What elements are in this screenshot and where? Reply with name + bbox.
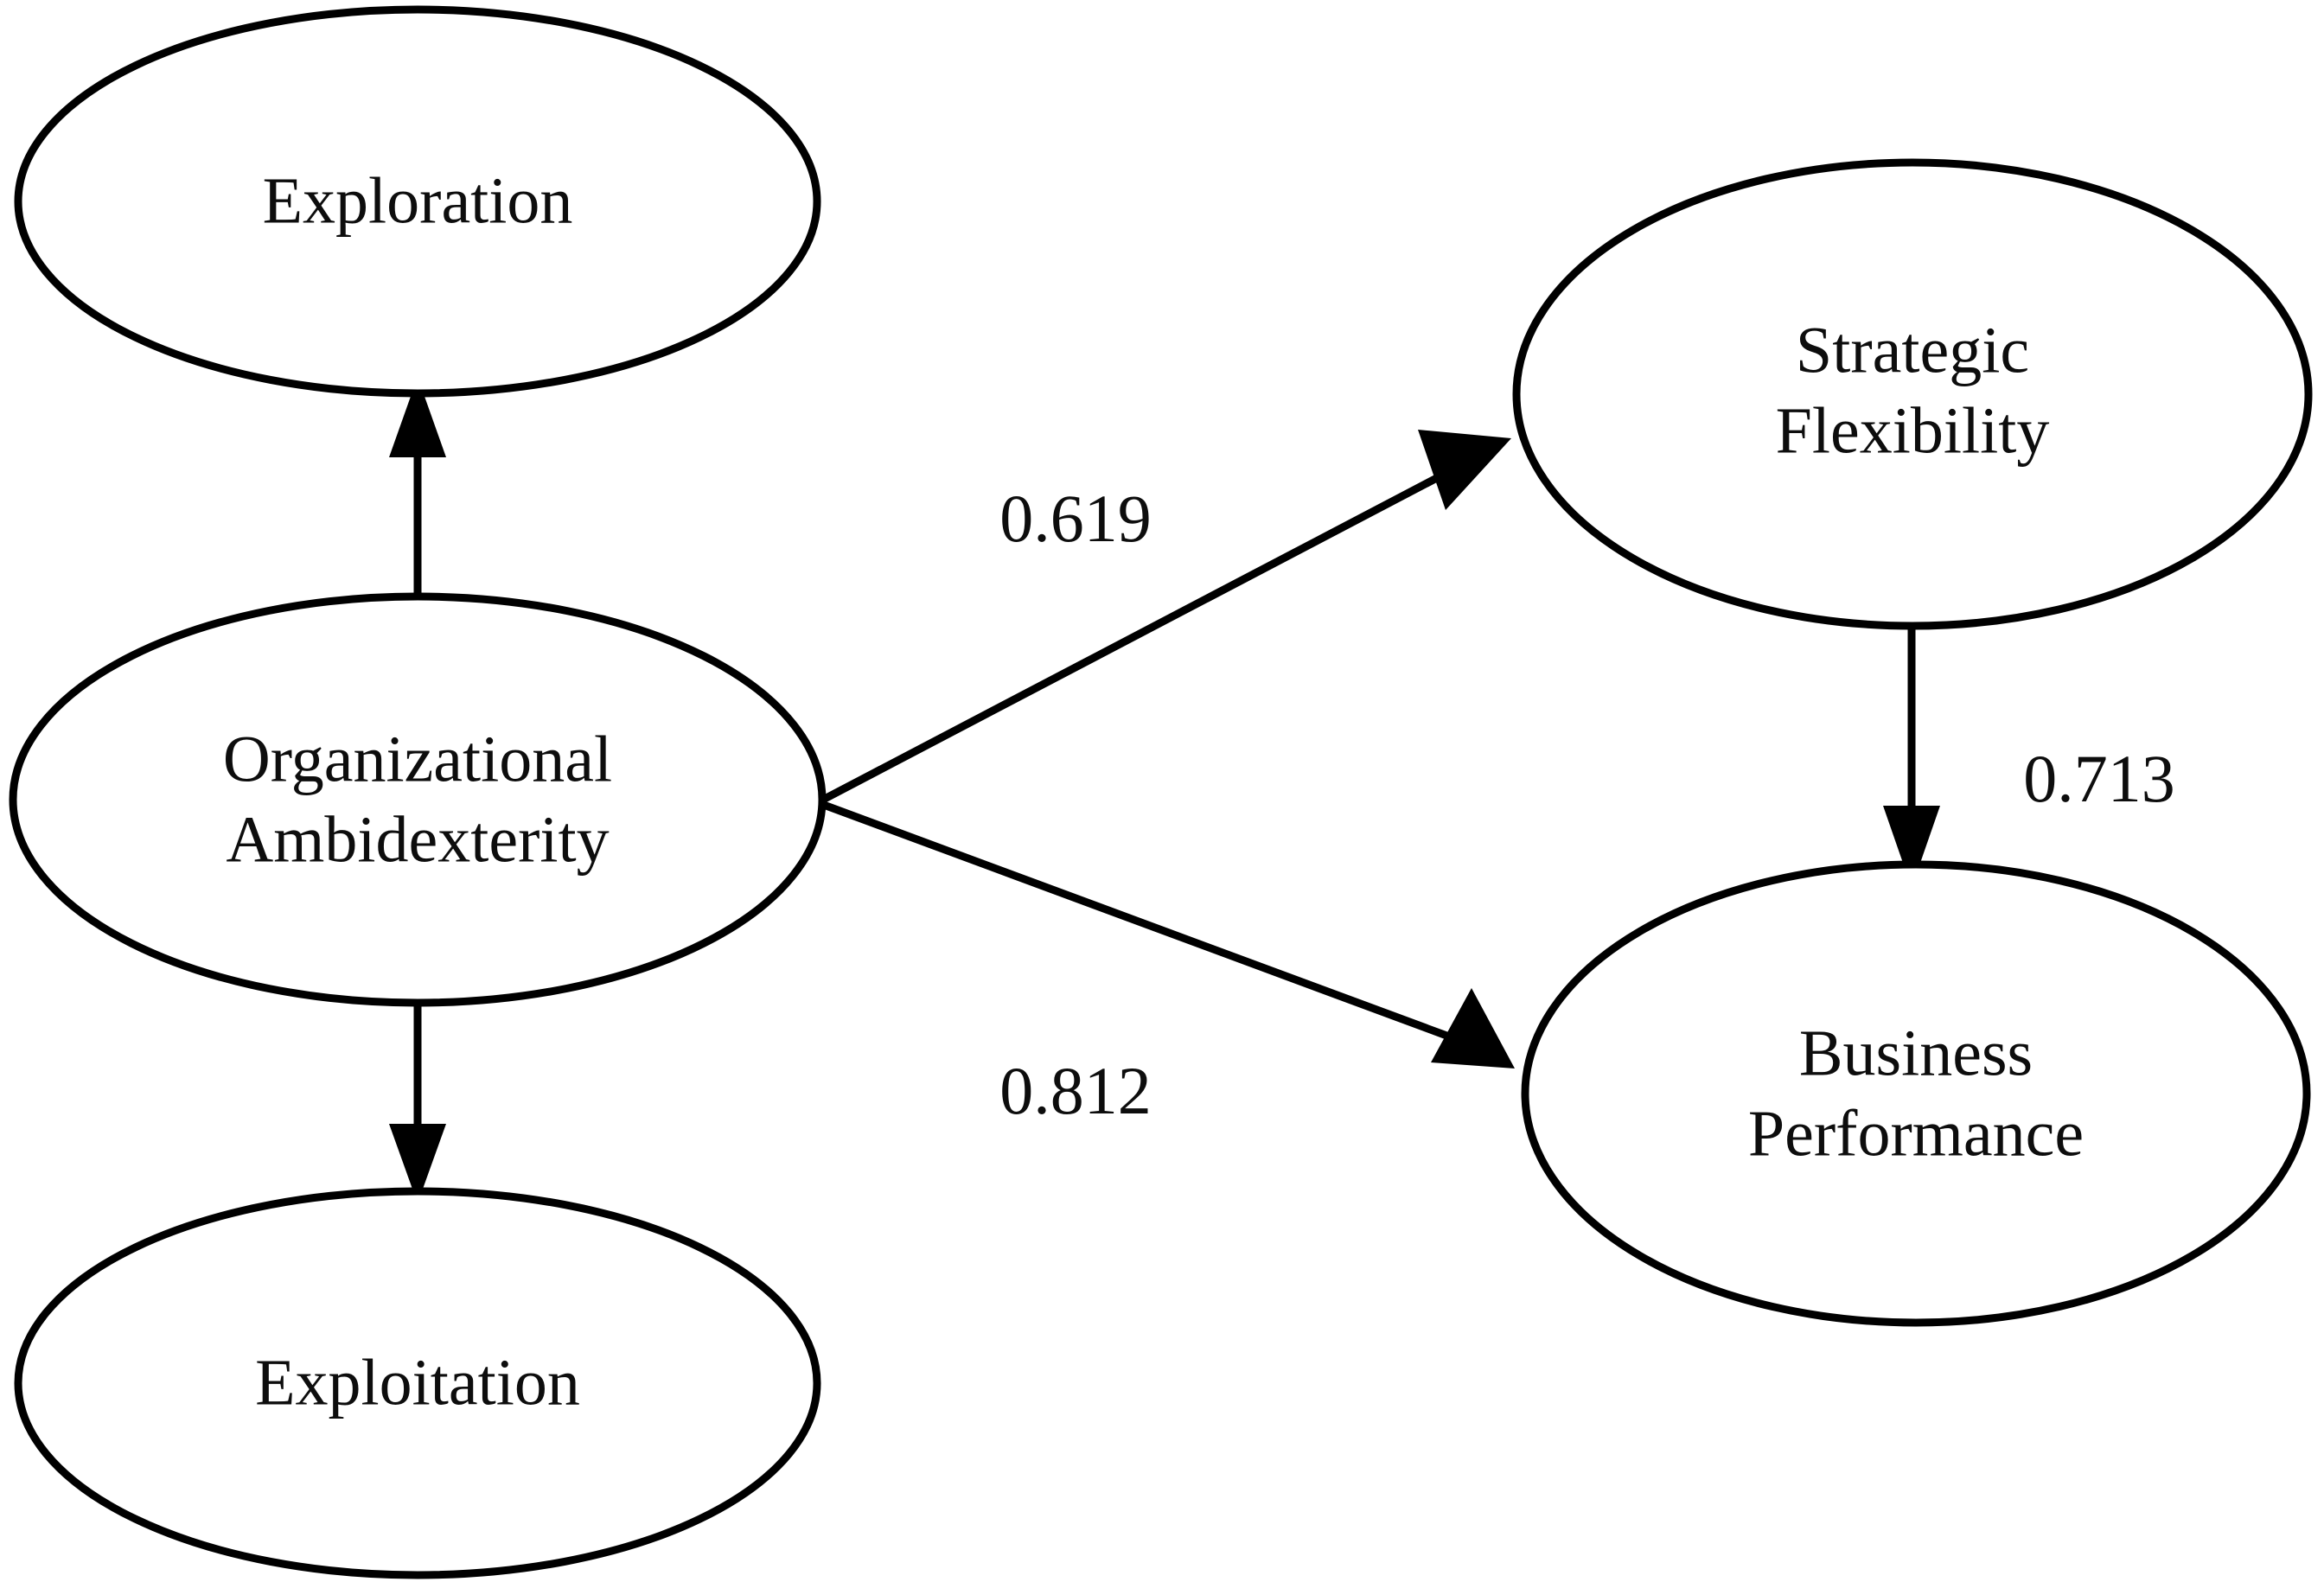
arrow-head-business-performance	[1431, 988, 1515, 1068]
node-business-performance[interactable]	[1521, 860, 2311, 1327]
node-organizational-ambidexterity[interactable]	[9, 592, 827, 1007]
edge-line-oa-business-performance	[820, 800, 1451, 1041]
arrow-head-up-exploration	[389, 377, 446, 457]
arrow-head-down-exploitation	[389, 1124, 446, 1203]
node-strategic-flexibility[interactable]	[1512, 158, 2313, 630]
edge-line-oa-strategic-flexibility	[819, 468, 1452, 804]
edge-oa-to-strategic-flexibility	[819, 430, 1511, 804]
edge-sf-to-business-performance	[1883, 598, 1940, 888]
edge-oa-to-exploration	[389, 377, 446, 598]
node-exploitation[interactable]	[14, 1187, 821, 1579]
arrow-head-down-business-performance	[1883, 806, 1940, 888]
node-exploration[interactable]	[14, 5, 821, 398]
edge-oa-to-business-performance	[820, 800, 1515, 1068]
arrow-head-strategic-flexibility	[1418, 430, 1511, 510]
